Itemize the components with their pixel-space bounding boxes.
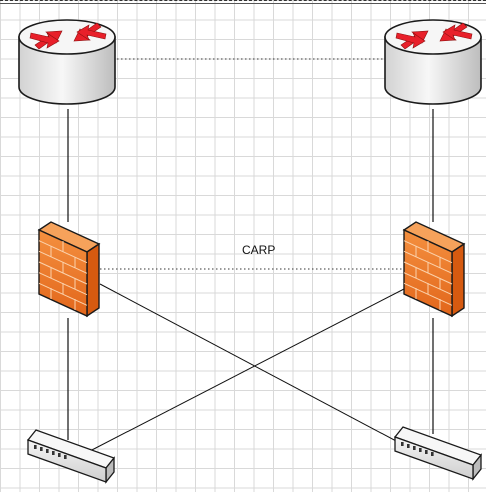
firewall-left[interactable]	[38, 221, 100, 317]
router-right[interactable]	[384, 19, 482, 105]
switch-left[interactable]	[27, 429, 115, 483]
link-firewall-left-switch-right	[99, 283, 399, 443]
router-left[interactable]	[18, 19, 116, 105]
firewall-right[interactable]	[403, 221, 465, 317]
link-firewall-right-switch-left	[87, 288, 405, 453]
switch-right[interactable]	[394, 426, 482, 480]
top-border	[0, 0, 486, 4]
carp-link-label: CARP	[242, 243, 276, 257]
